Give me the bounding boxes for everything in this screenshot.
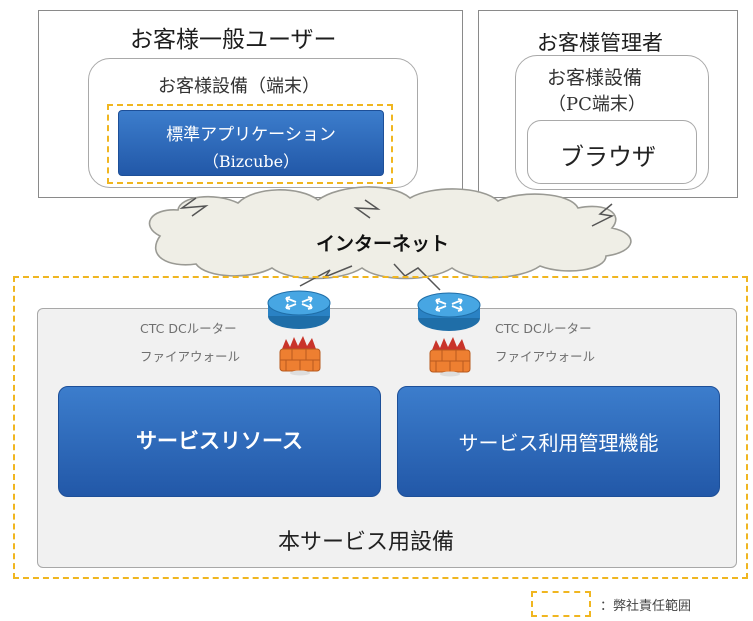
- internet-label: インターネット: [316, 233, 450, 255]
- firewall-right-icon: [429, 337, 471, 377]
- standard-application-box: 標準アプリケーション （Bizcube）: [118, 110, 384, 176]
- service-resource-label: サービスリソース: [136, 429, 303, 453]
- admin-device-line2: （PC端末）: [548, 94, 646, 115]
- link-internet-to-router-right: [393, 263, 441, 291]
- link-admin-to-internet: [591, 203, 615, 227]
- facility-label: 本サービス用設備: [278, 530, 455, 555]
- service-management-label: サービス利用管理機能: [458, 431, 659, 455]
- firewall-left-label: ファイアウォール: [140, 349, 241, 364]
- responsibility-dashed-area: [13, 276, 748, 579]
- browser-label: ブラウザ: [560, 143, 656, 171]
- responsibility-dashed-box-app: [107, 104, 393, 184]
- admin-device-line1: お客様設備: [547, 67, 643, 89]
- legend-label: ：弊社責任範囲: [600, 599, 692, 614]
- firewall-right-label: ファイアウォール: [495, 349, 596, 364]
- firewall-left-icon: [279, 336, 321, 376]
- router-left-icon: [267, 290, 331, 329]
- legend-dashed-swatch: [531, 591, 591, 617]
- router-left-label: CTC DCルーター: [140, 321, 237, 336]
- general-user-title: お客様一般ユーザー: [130, 27, 337, 53]
- admin-title: お客様管理者: [537, 31, 663, 55]
- browser-box: [527, 120, 697, 184]
- user-device-label: お客様設備（端末）: [158, 76, 320, 97]
- router-right-label: CTC DCルーター: [495, 321, 592, 336]
- standard-application-line1: 標準アプリケーション: [166, 125, 336, 145]
- link-user2-to-internet: [353, 199, 381, 219]
- service-management-box: サービス利用管理機能: [397, 386, 720, 497]
- service-resource-box: サービスリソース: [58, 386, 381, 497]
- link-user-to-internet: [179, 197, 209, 217]
- link-internet-to-router-left: [299, 265, 353, 287]
- standard-application-line2: （Bizcube）: [202, 152, 300, 171]
- router-right-icon: [417, 292, 481, 331]
